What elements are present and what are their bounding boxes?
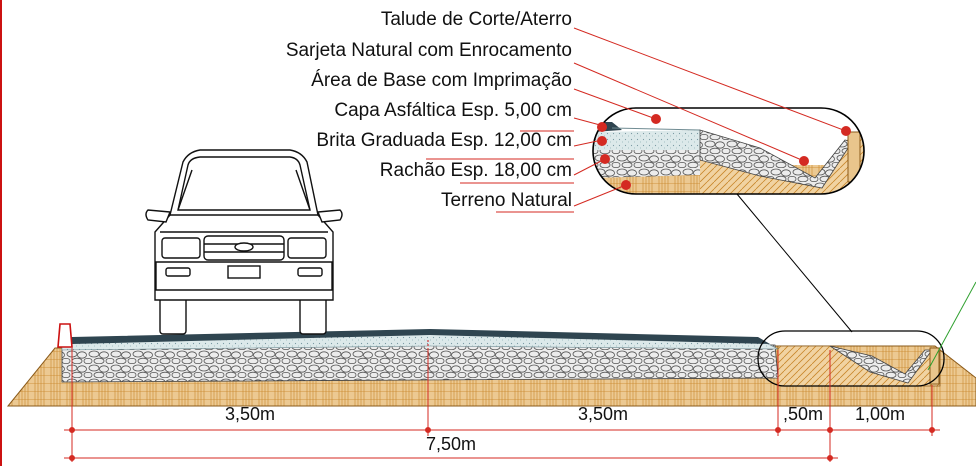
zoom-connector-line <box>736 193 853 333</box>
label-area-base: Área de Base com Imprimação <box>311 70 572 91</box>
cross-section <box>6 323 976 410</box>
leader-lines <box>426 27 847 213</box>
label-rachao: Rachão Esp. 18,00 cm <box>380 160 572 181</box>
marker-terreno <box>621 180 631 190</box>
marker-rachao <box>600 154 610 164</box>
marker-brita <box>597 136 607 146</box>
marker-talude <box>841 126 851 136</box>
dim-total: 7,50m <box>426 434 476 454</box>
label-sarjeta: Sarjeta Natural com Enrocamento <box>286 40 572 61</box>
sarjeta-enrocamento <box>829 345 933 384</box>
dim-gutter: 1,00m <box>855 404 905 424</box>
left-marker <box>57 323 73 348</box>
green-reference-line <box>927 281 976 371</box>
layer-markers <box>597 114 851 190</box>
marker-capa <box>597 122 607 132</box>
right-post <box>929 347 940 385</box>
layer-labels: Talude de Corte/Aterro Sarjeta Natural c… <box>286 9 572 211</box>
vehicle-front-view <box>145 149 343 335</box>
dimension-lines <box>64 348 940 462</box>
dim-lane-left: 3,50m <box>225 404 275 424</box>
label-terreno: Terreno Natural <box>441 190 572 211</box>
dim-shoulder: ,50m <box>783 404 823 424</box>
capa-asfaltica-layer <box>72 329 770 344</box>
detail-callout-zoom <box>592 107 865 195</box>
marker-area-base <box>651 114 661 124</box>
label-brita: Brita Graduada Esp. 12,00 cm <box>316 130 572 151</box>
dimension-labels: 3,50m 3,50m ,50m 1,00m 7,50m <box>225 404 905 454</box>
dim-lane-right: 3,50m <box>578 404 628 424</box>
label-capa: Capa Asfáltica Esp. 5,00 cm <box>334 100 572 121</box>
marker-sarjeta <box>799 156 809 166</box>
label-talude: Talude de Corte/Aterro <box>381 9 572 30</box>
